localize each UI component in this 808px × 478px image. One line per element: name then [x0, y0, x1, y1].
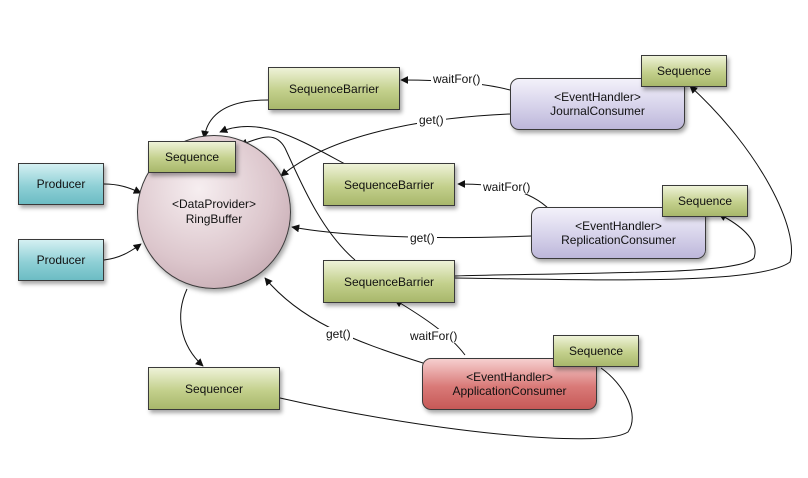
sequencer-to-application-sequence-link	[279, 367, 633, 440]
sequence-label: Sequence	[656, 64, 712, 78]
producer-label: Producer	[36, 177, 86, 191]
producer-node[interactable]: Producer	[18, 239, 104, 281]
replication-consumer-name: ReplicationConsumer	[561, 233, 676, 247]
event-handler-stereotype: <EventHandler>	[575, 219, 662, 233]
replication-sequence-node[interactable]: Sequence	[662, 185, 748, 217]
journal-get-arrow	[280, 113, 511, 177]
barrier-low-to-ring-sequence-arrow	[239, 136, 356, 261]
ring-sequence-node[interactable]: Sequence	[148, 141, 236, 173]
ring-buffer-name: RingBuffer	[185, 212, 243, 226]
sequence-label: Sequence	[164, 150, 220, 164]
event-handler-stereotype: <EventHandler>	[554, 90, 641, 104]
application-consumer-name: ApplicationConsumer	[452, 384, 567, 398]
sequencer-node[interactable]: Sequencer	[148, 367, 280, 410]
producer-node[interactable]: Producer	[18, 163, 104, 205]
replication-get-arrow	[291, 224, 532, 239]
application-sequence-node[interactable]: Sequence	[553, 335, 639, 367]
sequence-barrier-label: SequenceBarrier	[288, 81, 380, 96]
producer2-to-ring-arrow	[103, 243, 142, 261]
ring-to-sequencer-arrow	[180, 288, 204, 367]
journal-waitfor-label: waitFor()	[431, 72, 483, 86]
application-get-label: get()	[324, 327, 353, 341]
replication-get-label: get()	[408, 231, 437, 245]
journal-sequence-node[interactable]: Sequence	[641, 55, 727, 87]
barrier-top-to-ring-sequence-arrow	[201, 99, 269, 139]
ring-buffer-stereotype: <DataProvider>	[171, 197, 257, 211]
sequence-barrier-node[interactable]: SequenceBarrier	[323, 163, 455, 206]
barrier-mid-to-ring-sequence-arrow	[219, 125, 346, 165]
producer-label: Producer	[36, 253, 86, 267]
replication-to-journal-sequence-link	[454, 85, 792, 281]
sequence-barrier-label: SequenceBarrier	[343, 177, 435, 192]
replication-waitfor-label: waitFor()	[481, 180, 533, 194]
application-waitfor-label: waitFor()	[408, 329, 460, 343]
sequence-barrier-node[interactable]: SequenceBarrier	[268, 67, 400, 110]
sequence-label: Sequence	[677, 194, 733, 208]
sequence-barrier-node[interactable]: SequenceBarrier	[323, 260, 455, 303]
event-handler-stereotype: <EventHandler>	[466, 370, 553, 384]
sequence-barrier-label: SequenceBarrier	[343, 274, 435, 289]
barrier-low-to-replication-sequence-link	[454, 213, 756, 277]
journal-consumer-name: JournalConsumer	[550, 104, 645, 118]
sequence-label: Sequence	[568, 344, 624, 358]
producer1-to-ring-arrow	[103, 183, 142, 194]
application-waitfor-arrow	[394, 299, 466, 356]
journal-get-label: get()	[417, 113, 446, 127]
sequencer-label: Sequencer	[184, 381, 244, 396]
